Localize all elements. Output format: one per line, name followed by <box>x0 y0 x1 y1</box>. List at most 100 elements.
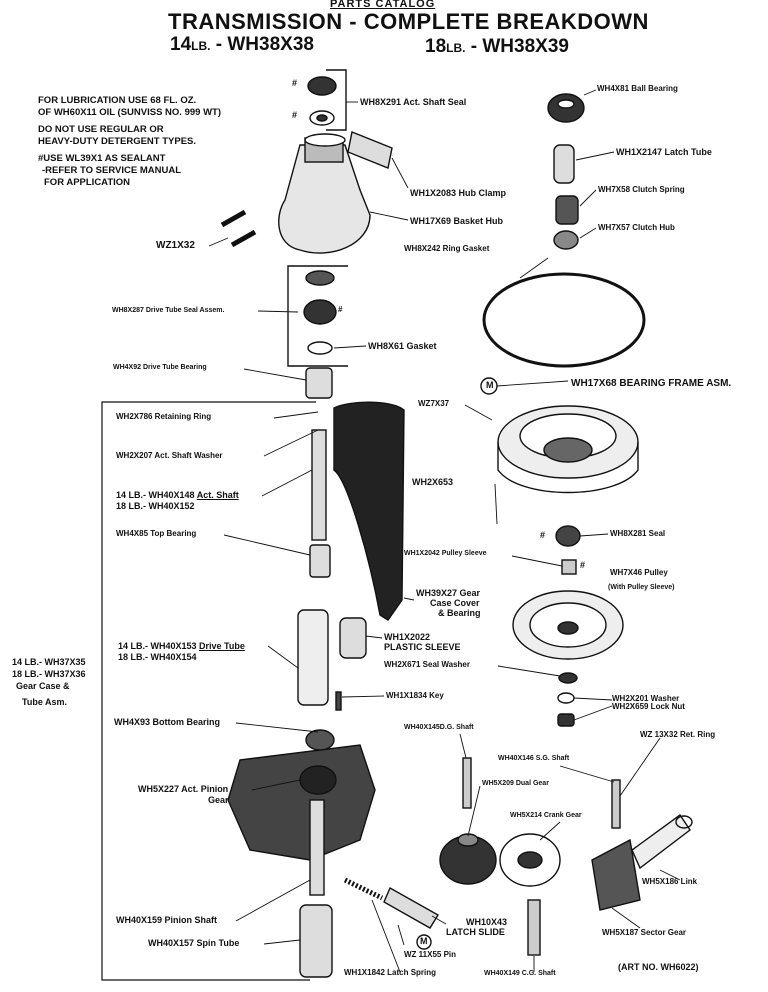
drive-tube-14-code: 14 LB.- WH40X153 <box>118 641 197 651</box>
catalog-header: PARTS CATALOG <box>330 0 436 10</box>
label-plastic-sleeve: WH1X2022 PLASTIC SLEEVE <box>384 632 461 652</box>
washer-part <box>557 692 575 704</box>
hub-clamp-part <box>347 131 393 169</box>
label-latch-slide: WH10X43 LATCH SLIDE <box>446 917 507 937</box>
gear-case-14: 14 LB.- WH37X35 <box>12 657 86 667</box>
gear-case-cover-line-1: WH39X27 Gear <box>416 588 481 598</box>
gear-case-cover-line-3: & Bearing <box>438 608 481 618</box>
model-right-code: - WH38X39 <box>470 36 569 57</box>
drive-tube-bearing-part <box>305 367 333 399</box>
pinion-shaft-part <box>309 799 325 896</box>
screw-part <box>220 209 247 228</box>
label-wz1x32: WZ1X32 <box>156 240 195 251</box>
label-ring-gasket: WH8X242 Ring Gasket <box>404 244 490 253</box>
label-spin-tube: WH40X157 Spin Tube <box>148 938 240 948</box>
model-right-weight: 18 <box>425 36 447 57</box>
act-shaft-part <box>311 429 327 541</box>
pulley-sleeve-part <box>561 559 577 575</box>
clutch-spring-part <box>555 195 579 225</box>
leader-lines <box>208 89 681 973</box>
page-title: TRANSMISSION - COMPLETE BREAKDOWN <box>168 9 649 34</box>
label-key: WH1X1834 Key <box>386 691 444 700</box>
note-line-3: DO NOT USE REGULAR OR <box>38 124 164 135</box>
gear-case-name: Gear Case & <box>16 681 70 691</box>
label-retaining-ring: WH2X786 Retaining Ring <box>116 412 212 421</box>
label-act-shaft-washer: WH2X207 Act. Shaft Washer <box>116 451 223 460</box>
label-clutch-hub: WH7X57 Clutch Hub <box>598 223 675 232</box>
seal-washer-part <box>558 672 578 684</box>
sg-shaft-part <box>611 779 621 829</box>
label-drive-tube-seal: WH8X287 Drive Tube Seal Assem. <box>112 307 225 314</box>
label-cg-shaft-2: WH40X149 C.G. Shaft <box>484 970 556 977</box>
drive-tube-part <box>297 609 329 706</box>
label-cg-shaft-1: WH40X145D.G. Shaft <box>404 724 474 731</box>
latch-spring-part <box>343 877 384 901</box>
model-left-unit: LB. <box>191 39 211 53</box>
latch-slide-line-2: LATCH SLIDE <box>446 927 505 937</box>
model-left-weight: 14 <box>170 34 192 55</box>
label-seal-washer: WH2X671 Seal Washer <box>384 660 470 669</box>
label-dual-gear: WH5X209 Dual Gear <box>482 780 549 787</box>
label-top-bearing: WH4X85 Top Bearing <box>116 529 197 538</box>
model-right: 18LB. - WH38X39 <box>425 36 569 58</box>
gear-case-part <box>227 744 376 861</box>
marker-hash-4: # <box>540 530 546 540</box>
marker-hash-3: # <box>338 305 343 314</box>
basket-tube-part <box>333 401 405 621</box>
clutch-hub-part <box>553 230 579 250</box>
note-line-1: FOR LUBRICATION USE 68 FL. OZ. <box>38 95 197 106</box>
label-pinion-shaft: WH40X159 Pinion Shaft <box>116 915 218 925</box>
note-line-7: FOR APPLICATION <box>44 177 131 188</box>
cg-shaft-2-part <box>527 899 541 956</box>
cg-shaft-part <box>462 757 472 809</box>
label-act-shaft-18: 18 LB.- WH40X152 <box>116 501 195 511</box>
label-bottom-bearing: WH4X93 Bottom Bearing <box>114 717 221 727</box>
plastic-sleeve-line-2: PLASTIC SLEEVE <box>384 642 461 652</box>
label-pinion-gear: WH5X227 Act. Pinion Gear <box>138 784 229 806</box>
basket-hub-part <box>278 144 371 254</box>
label-bearing-frame: WH17X68 BEARING FRAME ASM. <box>571 378 732 389</box>
marker-m-2: M <box>420 936 428 946</box>
act-shaft-name: Act. Shaft <box>196 490 239 500</box>
model-right-unit: LB. <box>446 41 466 55</box>
sector-gear-part <box>591 838 641 911</box>
label-art-no: (ART NO. WH6022) <box>618 962 699 972</box>
drive-tube-seal-part <box>305 270 335 286</box>
label-lock-nut: WH2X659 Lock Nut <box>612 702 685 711</box>
act-shaft-seal-part <box>307 76 337 96</box>
gear-case-cover-line-2: Case Cover <box>430 598 480 608</box>
latch-slide-line-1: WH10X43 <box>466 917 508 927</box>
label-drive-tube-18: 18 LB.- WH40X154 <box>118 652 197 662</box>
marker-hash-5: # <box>580 560 586 570</box>
lubrication-note: FOR LUBRICATION USE 68 FL. OZ. OF WH60X1… <box>38 95 221 189</box>
model-left: 14LB. - WH38X38 <box>170 34 314 56</box>
label-pulley-note: (With Pulley Sleeve) <box>608 584 675 591</box>
label-washer: WH2X201 Washer <box>612 694 680 703</box>
drive-tube-name: Drive Tube <box>199 641 245 651</box>
link-part <box>631 814 691 870</box>
label-latch-spring: WH1X1842 Latch Spring <box>344 968 437 977</box>
label-latch-tube: WH1X2147 Latch Tube <box>616 147 712 157</box>
label-ret-ring: WZ 13X32 Ret. Ring <box>640 730 716 739</box>
gear-case-18: 18 LB.- WH37X36 <box>12 669 86 679</box>
label-link: WH5X186 Link <box>642 877 698 886</box>
marker-m-1: M <box>486 380 494 390</box>
plastic-sleeve-part <box>339 617 367 659</box>
label-ball-bearing: WH4X81 Ball Bearing <box>597 84 678 93</box>
model-left-code: - WH38X38 <box>215 34 314 55</box>
ring-gasket-part <box>482 272 646 368</box>
pinion-gear-part <box>299 765 337 795</box>
spin-tube-part <box>299 904 333 978</box>
lock-nut-part <box>557 713 575 727</box>
act-shaft-14-code: 14 LB.- WH40X148 <box>116 490 195 500</box>
label-seal: WH8X281 Seal <box>610 529 666 538</box>
label-drive-tube-14: 14 LB.- WH40X153 Drive Tube <box>118 641 245 651</box>
label-crank-gear: WH5X214 Crank Gear <box>510 812 582 819</box>
label-act-shaft-seal: WH8X291 Act. Shaft Seal <box>360 97 467 107</box>
label-pulley: WH7X46 Pulley <box>610 568 668 577</box>
label-wz7x37: WZ7X37 <box>418 399 450 408</box>
label-pulley-sleeve: WH1X2042 Pulley Sleeve <box>404 550 487 557</box>
latch-slide-part <box>383 887 439 929</box>
note-line-6: -REFER TO SERVICE MANUAL <box>42 165 181 176</box>
marker-hash-2: # <box>292 110 298 120</box>
